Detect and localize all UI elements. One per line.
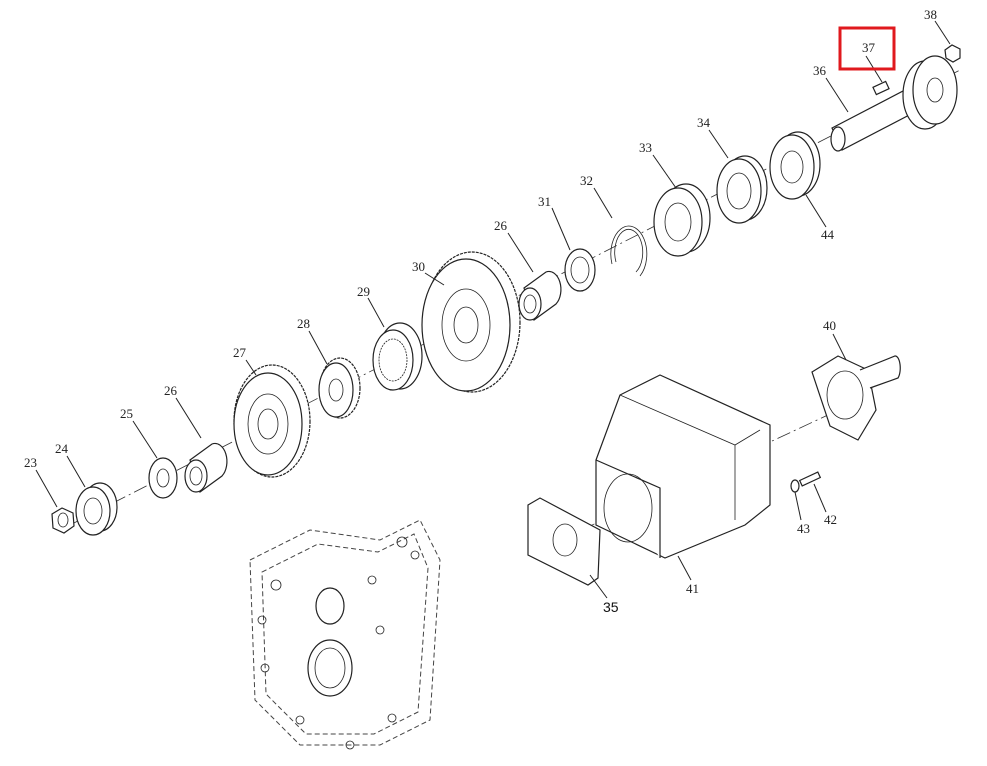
part-28-gear[interactable] <box>318 357 361 419</box>
label-29: 29 <box>357 284 370 299</box>
part-35-gasket[interactable] <box>527 497 601 586</box>
part-34-seal[interactable] <box>716 155 768 224</box>
part-37-stud[interactable] <box>872 80 890 96</box>
label-32: 32 <box>580 173 593 188</box>
part-41-housing[interactable] <box>595 374 771 559</box>
label-40: 40 <box>823 318 836 333</box>
part-27-gear[interactable] <box>233 364 311 478</box>
part-26-bushing-right[interactable] <box>518 270 562 321</box>
label-35: 35 <box>603 599 619 615</box>
part-42-bolt[interactable] <box>798 471 822 487</box>
part-labels: 23 24 25 26 27 28 29 30 26 31 32 33 34 4… <box>24 7 937 615</box>
label-31: 31 <box>538 194 551 209</box>
label-28: 28 <box>297 316 310 331</box>
part-25-washer[interactable] <box>148 457 178 499</box>
part-31-ring[interactable] <box>564 248 596 292</box>
label-36: 36 <box>813 63 827 78</box>
label-34: 34 <box>697 115 711 130</box>
label-44: 44 <box>821 227 835 242</box>
label-26a: 26 <box>164 383 178 398</box>
label-37: 37 <box>862 40 876 55</box>
label-41: 41 <box>686 581 699 596</box>
gearbox-casing-outline <box>249 519 441 750</box>
label-38: 38 <box>924 7 937 22</box>
part-32-snap-ring[interactable] <box>610 225 648 277</box>
part-23-nut[interactable] <box>51 507 75 534</box>
part-26-bushing-left[interactable] <box>184 442 228 493</box>
label-43: 43 <box>797 521 810 536</box>
label-27: 27 <box>233 345 247 360</box>
label-23: 23 <box>24 455 37 470</box>
part-43-washer[interactable] <box>790 479 800 493</box>
label-24: 24 <box>55 441 69 456</box>
part-40-cover[interactable] <box>811 355 901 441</box>
label-33: 33 <box>639 140 652 155</box>
highlight-box-part-37 <box>838 26 896 71</box>
label-42: 42 <box>824 512 837 527</box>
label-25: 25 <box>120 406 133 421</box>
part-29-ring-gear[interactable] <box>372 322 423 391</box>
leader-lines <box>35 20 951 599</box>
part-30-gear[interactable] <box>421 251 521 393</box>
part-33-bearing[interactable] <box>653 183 711 257</box>
part-36-output-shaft[interactable] <box>830 55 958 152</box>
part-24-bearing[interactable] <box>75 482 118 536</box>
part-44-seal[interactable] <box>769 131 821 200</box>
label-30: 30 <box>412 259 425 274</box>
label-26b: 26 <box>494 218 508 233</box>
part-38-nut[interactable] <box>944 44 961 63</box>
